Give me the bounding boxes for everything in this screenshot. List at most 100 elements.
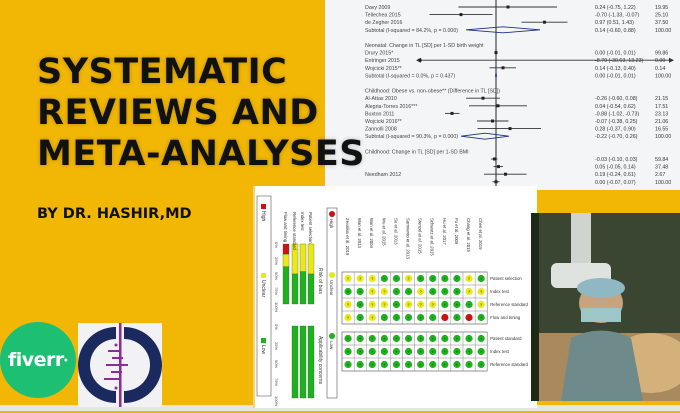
forest-point-estimate (450, 111, 454, 115)
study-name: Su et al. 2013 (393, 218, 398, 245)
risk-symbol: + (468, 362, 471, 367)
risk-dot (380, 274, 388, 283)
forest-effect-text: -0.88 (-1.02, -0.73) (595, 111, 639, 117)
risk-symbol: + (383, 315, 386, 320)
forest-effect-text: 0.00 (-0.07, 0.07) (595, 180, 636, 186)
summary-axis-label: 50% (274, 272, 279, 280)
risk-symbol: ? (407, 302, 410, 307)
summary-bias-bar-segment (299, 271, 307, 305)
registered-mark-icon: ● (63, 356, 69, 364)
summary-bias-bar-segment (299, 243, 307, 272)
risk-symbol: + (395, 349, 398, 354)
risk-dot (441, 313, 449, 322)
forest-effect-text: 0.05 (-0.05, 0.14) (595, 165, 636, 171)
risk-symbol: + (395, 336, 398, 341)
grid-cell (474, 357, 488, 372)
forest-point-estimate (497, 165, 500, 169)
study-name: Wan et al. 2004 (369, 218, 374, 249)
risk-dot (441, 334, 449, 343)
risk-symbol: + (359, 289, 362, 294)
risk-dot (356, 347, 364, 356)
forest-subtotal-diamond (465, 26, 541, 34)
study-name: Fu et al. 2009 (454, 218, 459, 245)
risk-dot (417, 347, 425, 356)
traffic-legend-dot (329, 333, 335, 339)
risk-symbol: + (407, 349, 410, 354)
summary-domain-label: Flow and timing (283, 212, 288, 243)
forest-weight-text: 37.50 (655, 20, 668, 26)
summary-domain-label: Patient selection (308, 212, 313, 244)
risk-symbol: + (395, 289, 398, 294)
risk-symbol: ? (371, 302, 374, 307)
risk-dot (380, 360, 388, 369)
arrow-right-icon (669, 57, 674, 63)
risk-symbol: + (407, 289, 410, 294)
risk-symbol: + (395, 315, 398, 320)
traffic-legend-label: Low (329, 341, 334, 350)
summary-applicability-bar (291, 325, 299, 399)
risk-symbol: + (395, 302, 398, 307)
risk-symbol: + (456, 302, 459, 307)
risk-symbol: + (456, 362, 459, 367)
risk-symbol: + (444, 276, 447, 281)
risk-symbol: + (444, 302, 447, 307)
risk-dot (392, 274, 401, 283)
risk-symbol: - (444, 315, 446, 320)
forest-study-label: Drury 2015* (365, 51, 393, 57)
forest-point-estimate (481, 96, 485, 100)
forest-study-label: Buxton 2011 (365, 111, 394, 117)
risk-symbol: + (419, 336, 422, 341)
forest-point-estimate (418, 58, 422, 62)
risk-symbol: + (432, 336, 435, 341)
forest-weight-text: 19.95 (655, 5, 668, 11)
traffic-legend-dot (329, 272, 335, 278)
legend-swatch (261, 204, 266, 209)
risk-dot (453, 347, 461, 356)
risk-symbol: + (347, 349, 350, 354)
risk-dot (392, 300, 401, 309)
risk-symbol: + (347, 289, 350, 294)
summary-applicability-bar (307, 325, 315, 399)
forest-group-heading: Neonatal: Change in TL [SD] per 1-SD bir… (365, 43, 484, 49)
study-name: Chang et al. 2015 (466, 218, 471, 253)
forest-study-label: Subtotal (I-squared = 90.3%, p = 0.000) (365, 134, 458, 140)
risk-symbol: + (444, 289, 447, 294)
forest-effect-text: 0.14 (-0.13, 0.40) (595, 66, 636, 72)
risk-dot (477, 347, 485, 356)
forest-group-heading: Childhood: Obese vs. non-obese** (Differ… (365, 89, 500, 95)
risk-symbol: ? (407, 276, 410, 281)
risk-symbol: + (371, 362, 374, 367)
forest-weight-text: 21.06 (655, 119, 668, 125)
risk-dot (368, 274, 376, 283)
risk-symbol: + (359, 362, 362, 367)
risk-dot (380, 334, 388, 343)
risk-dot (429, 274, 437, 283)
forest-weight-text: 100.00 (655, 28, 671, 34)
risk-symbol: ? (347, 302, 350, 307)
risk-dot (477, 360, 485, 369)
risk-symbol: + (395, 276, 398, 281)
risk-dot (453, 274, 461, 283)
risk-symbol: ? (420, 302, 423, 307)
risk-symbol: ? (468, 289, 471, 294)
risk-dot (392, 360, 401, 369)
summary-title: Risk of bias (317, 268, 323, 294)
risk-dot (453, 334, 461, 343)
risk-dot (465, 300, 473, 309)
forest-study-label: de Zegher 2016 (365, 20, 402, 26)
forest-effect-text: -0.22 (-0.70, 0.26) (595, 134, 638, 140)
risk-dot (392, 287, 401, 296)
risk-dot (477, 334, 485, 343)
forest-weight-text: 100.00 (655, 73, 671, 79)
domain-label: Index test (490, 349, 509, 354)
risk-dot (404, 274, 413, 283)
forest-effect-text: -0.07 (-0.38, 0.25) (595, 119, 638, 125)
risk-symbol: + (444, 336, 447, 341)
risk-dot (368, 287, 376, 296)
legend-label: High (260, 211, 266, 222)
risk-symbol: + (432, 315, 435, 320)
summary-applicability-bar (299, 325, 307, 399)
risk-symbol: + (359, 302, 362, 307)
risk-dot (356, 360, 364, 369)
author-byline: BY DR. HASHIR,MD (37, 206, 192, 222)
